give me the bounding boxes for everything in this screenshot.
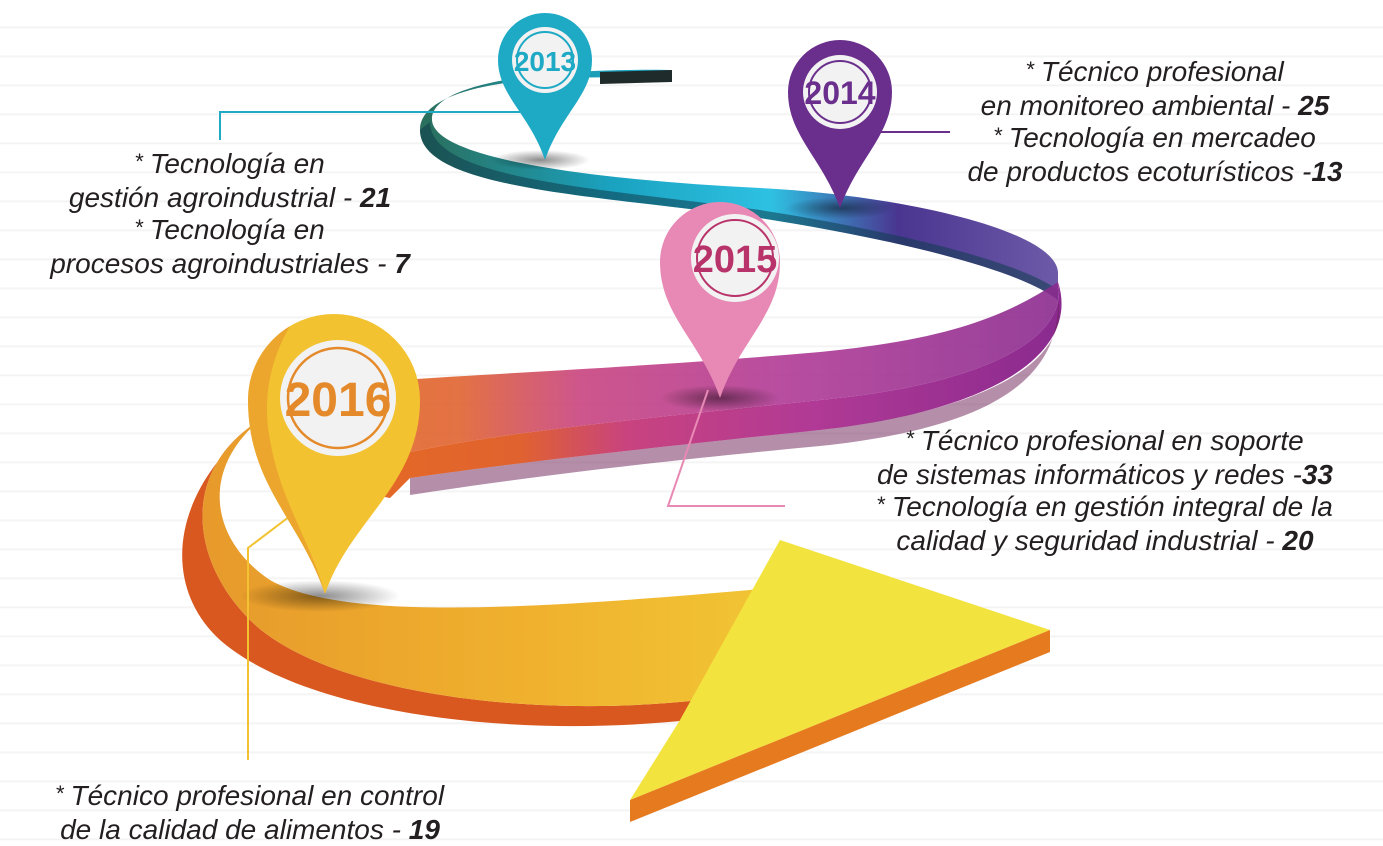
label-2015-item-1-line-1: *Técnico profesional en soporte <box>906 425 1304 456</box>
pin-shadow-2013 <box>490 150 590 170</box>
pin-2016-year: 2016 <box>285 374 392 427</box>
pin-2013: 2013 <box>498 13 592 160</box>
label-2014-item-1-line-1: *Técnico profesional <box>1026 56 1284 87</box>
label-2014-item-2-line-2: de productos ecoturísticos -13 <box>967 156 1343 187</box>
label-2015: *Técnico profesional en soporte de siste… <box>830 425 1380 557</box>
label-2016-item-1-line-1: *Técnico profesional en control <box>55 780 445 811</box>
pin-2016: 2016 <box>247 314 420 594</box>
label-2016-item-1-line-2: de la calidad de alimentos - 19 <box>60 814 440 845</box>
road-arrow-head <box>630 540 1050 800</box>
pin-2014: 2014 <box>788 40 892 208</box>
road-segment-middle <box>338 282 1062 498</box>
pin-2015-year: 2015 <box>693 239 778 281</box>
label-2014-item-1-line-2: en monitoreo ambiental - 25 <box>980 90 1330 121</box>
leader-line-2016 <box>247 509 299 760</box>
label-2016: *Técnico profesional en control de la ca… <box>15 780 485 846</box>
label-2013-item-2-line-2: procesos agroindustriales - 7 <box>50 248 410 279</box>
label-2015-item-2-line-2: calidad y seguridad industrial - 20 <box>896 525 1314 556</box>
label-2014: *Técnico profesional en monitoreo ambien… <box>930 56 1380 188</box>
pin-2015: 2015 <box>660 202 780 398</box>
leader-line-2013 <box>219 111 520 140</box>
road-dark-tail <box>600 70 672 84</box>
label-2013-item-2-line-1: *Tecnología en <box>135 214 325 245</box>
label-2015-item-2-line-1: *Tecnología en gestión integral de la <box>877 491 1333 522</box>
label-2013: *Tecnología en gestión agroindustrial - … <box>20 148 440 280</box>
label-2013-item-1-line-2: gestión agroindustrial - 21 <box>68 182 392 213</box>
pin-shadow-2016 <box>240 580 400 612</box>
road-segment-middle-edge <box>410 300 1060 495</box>
label-2015-item-1-line-2: de sistemas informáticos y redes -33 <box>877 459 1333 490</box>
label-2013-item-1-line-1: *Tecnología en <box>135 148 325 179</box>
leader-line-2015 <box>666 389 785 507</box>
road-segment-middle-top <box>260 282 1060 498</box>
road-arrow-edge <box>630 630 1050 822</box>
pin-2014-year: 2014 <box>804 75 875 111</box>
label-2014-item-2-line-1: *Tecnología en mercadeo <box>994 122 1316 153</box>
pin-2013-year: 2013 <box>514 46 576 77</box>
